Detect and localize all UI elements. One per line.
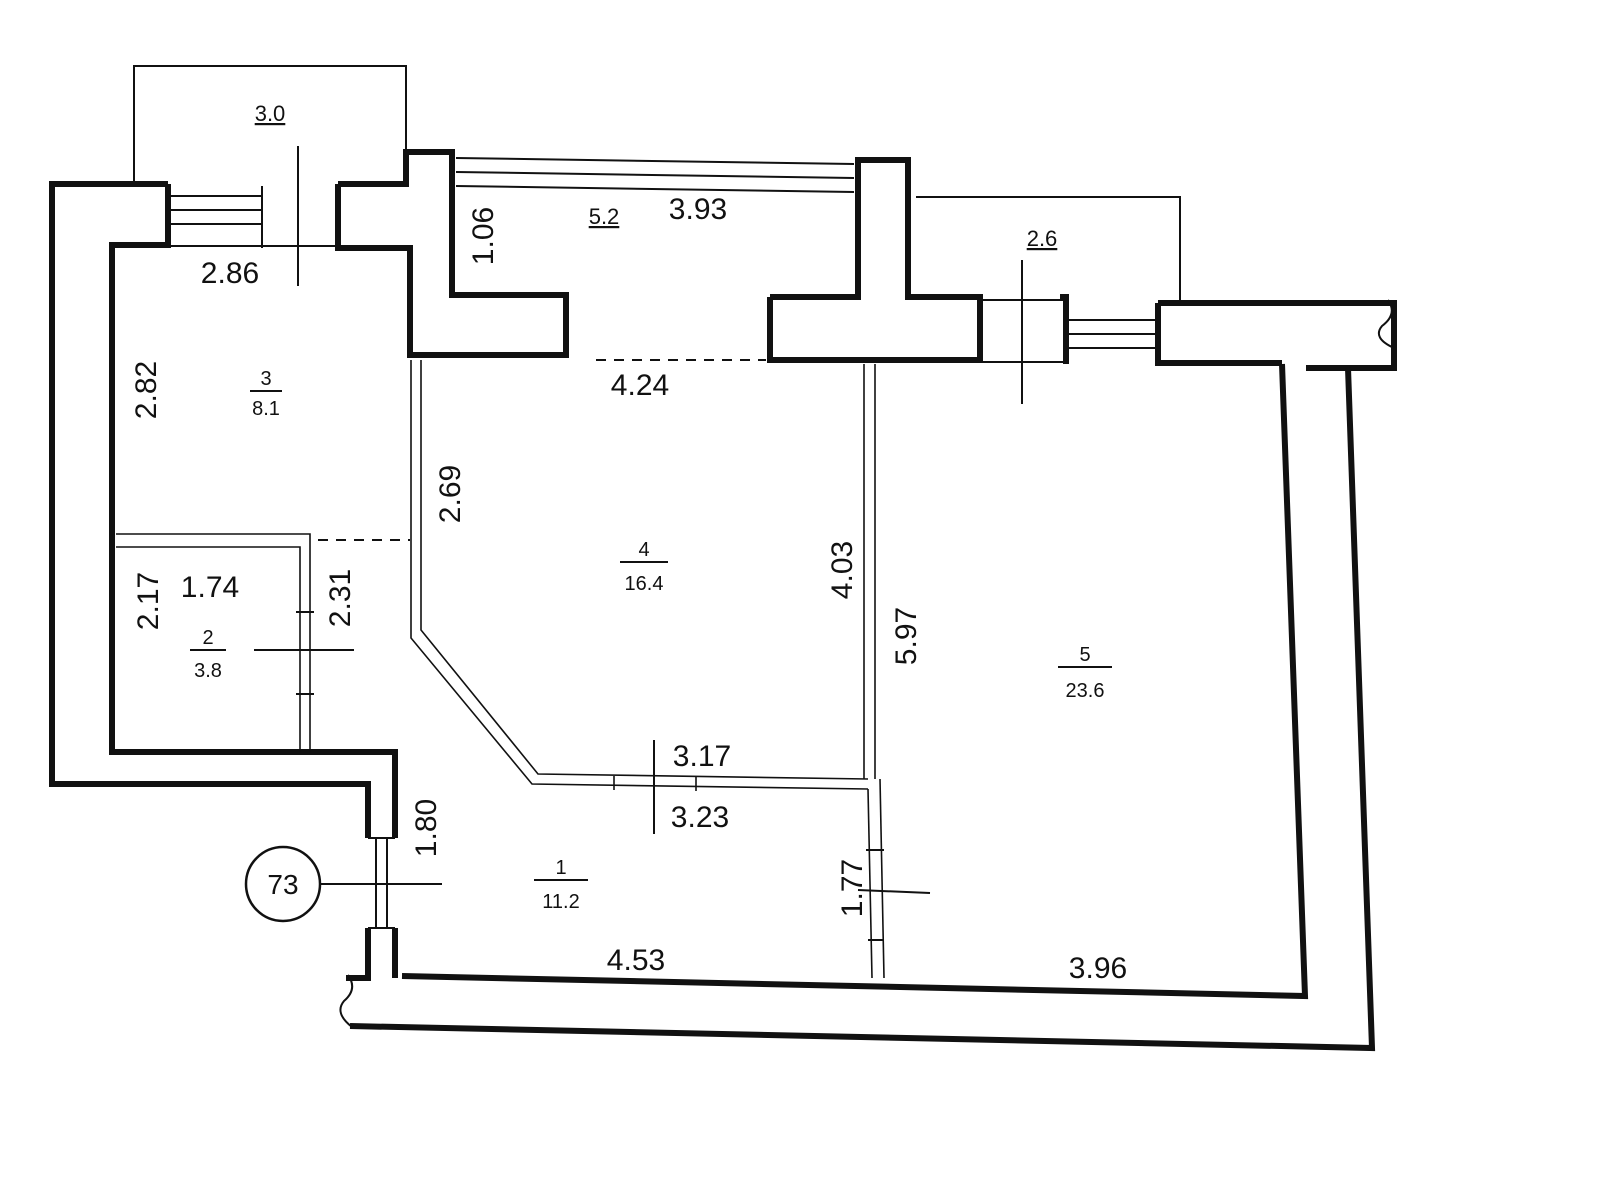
room-5-number: 5 — [1079, 644, 1090, 666]
room-label-5: 5 23.6 — [1058, 644, 1112, 702]
dim-room5-bottom: 3.96 — [1069, 952, 1127, 985]
dim-room4-bottom: 3.17 — [673, 740, 731, 773]
window-left — [168, 146, 338, 286]
room-3-number: 3 — [260, 368, 271, 390]
room-1-area: 11.2 — [542, 891, 579, 913]
room-label-1: 1 11.2 — [534, 857, 588, 913]
apartment-number: 73 — [267, 869, 298, 900]
dim-room3-height: 2.82 — [130, 361, 163, 419]
room-label-3: 3 8.1 — [250, 368, 282, 420]
balcony-left-area: 3.0 — [255, 101, 286, 126]
dim-room4-right: 4.03 — [826, 541, 859, 599]
dim-hall-bottom: 4.53 — [607, 944, 665, 977]
room-label-4: 4 16.4 — [620, 539, 668, 595]
room-1-number: 1 — [555, 857, 566, 879]
partitions — [116, 360, 885, 979]
balcony-top-area: 5.2 — [589, 204, 620, 229]
dim-room2-width: 1.74 — [181, 571, 239, 604]
window-right — [980, 260, 1158, 404]
dim-room5-left: 5.97 — [890, 607, 923, 665]
door-markers — [254, 649, 931, 894]
dim-hall-top: 3.23 — [671, 801, 729, 834]
room-4-area: 16.4 — [625, 573, 664, 595]
dim-room2-right: 2.31 — [324, 569, 357, 627]
dim-entrance-door: 1.80 — [410, 799, 443, 857]
dashed-separators — [318, 359, 766, 541]
dim-loggia-depth: 1.06 — [467, 207, 500, 265]
dim-room3-width: 2.86 — [201, 257, 259, 290]
room-3-area: 8.1 — [252, 398, 280, 420]
room-5-area: 23.6 — [1066, 680, 1105, 702]
room-2-number: 2 — [202, 627, 213, 649]
break-lines — [339, 299, 1395, 1028]
balcony-right-area: 2.6 — [1027, 226, 1058, 251]
balcony-outlines — [133, 65, 1181, 304]
dim-room2-height: 2.17 — [132, 572, 165, 630]
room-4-number: 4 — [638, 539, 649, 561]
room-2-area: 3.8 — [194, 660, 222, 682]
dim-room4-top: 4.24 — [611, 369, 669, 402]
walls — [49, 149, 1397, 1052]
apartment-number-badge: 73 — [244, 845, 322, 923]
dim-room4-left: 2.69 — [434, 465, 467, 523]
room-label-2: 2 3.8 — [190, 627, 226, 682]
dim-hall-right: 1.77 — [836, 859, 869, 917]
dim-loggia-width: 3.93 — [669, 193, 727, 226]
